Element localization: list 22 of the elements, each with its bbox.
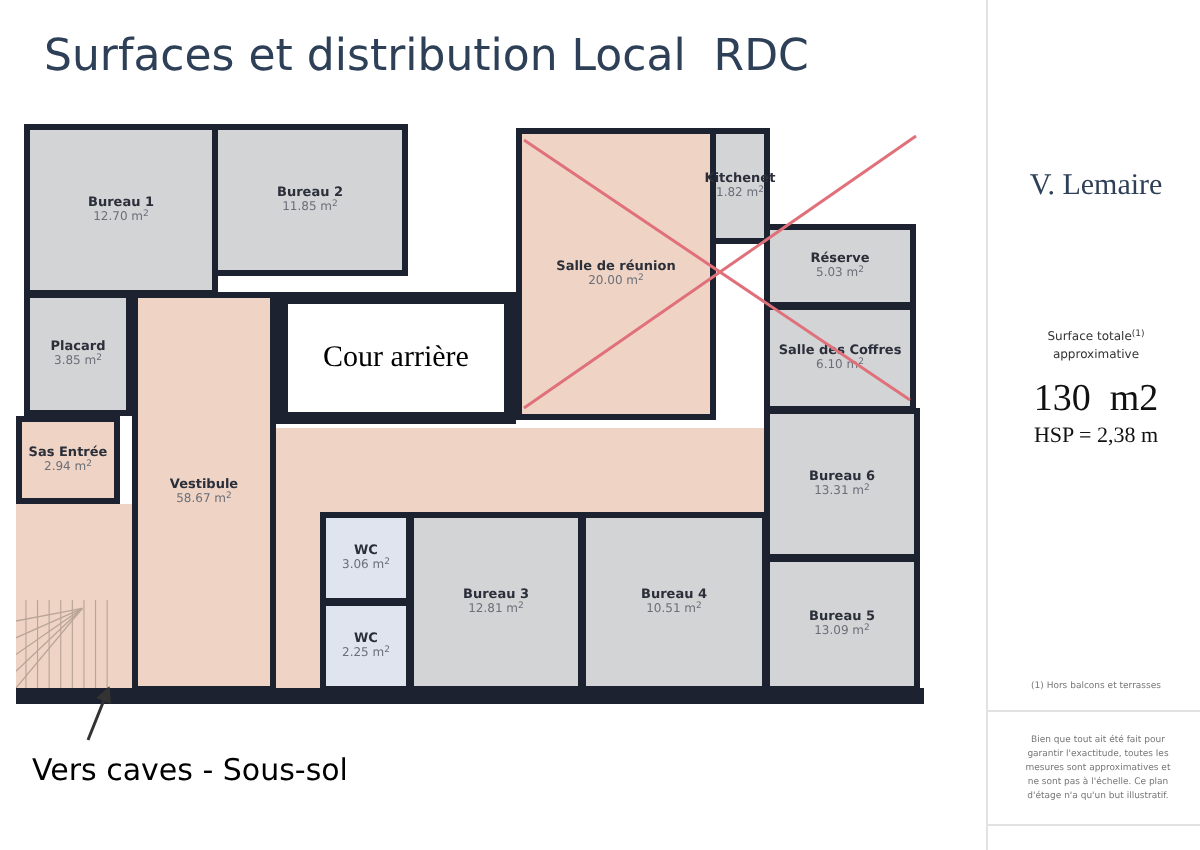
room bbox=[24, 292, 132, 416]
room bbox=[212, 124, 408, 276]
room bbox=[408, 512, 584, 692]
room bbox=[764, 556, 920, 692]
room bbox=[580, 512, 768, 692]
title: Surfaces et distribution Local RDC bbox=[44, 30, 809, 86]
room bbox=[16, 416, 120, 504]
washroom bbox=[320, 600, 412, 692]
washroom bbox=[320, 512, 412, 604]
staircase-drawing bbox=[16, 600, 132, 688]
room bbox=[132, 292, 276, 692]
room bbox=[764, 304, 916, 412]
courtyard bbox=[276, 292, 516, 424]
courtyard-label: Cour arrière bbox=[323, 339, 469, 378]
surface-value: 130 m2 bbox=[1033, 380, 1159, 420]
room bbox=[24, 124, 218, 296]
agent-name: V. Lemaire bbox=[1029, 168, 1163, 206]
room bbox=[764, 224, 916, 308]
ceiling-height: HSP = 2,38 m bbox=[1033, 422, 1159, 452]
annotation-text: Vers caves - Sous-sol bbox=[32, 749, 348, 792]
room bbox=[764, 408, 920, 560]
arrow bbox=[86, 686, 112, 741]
